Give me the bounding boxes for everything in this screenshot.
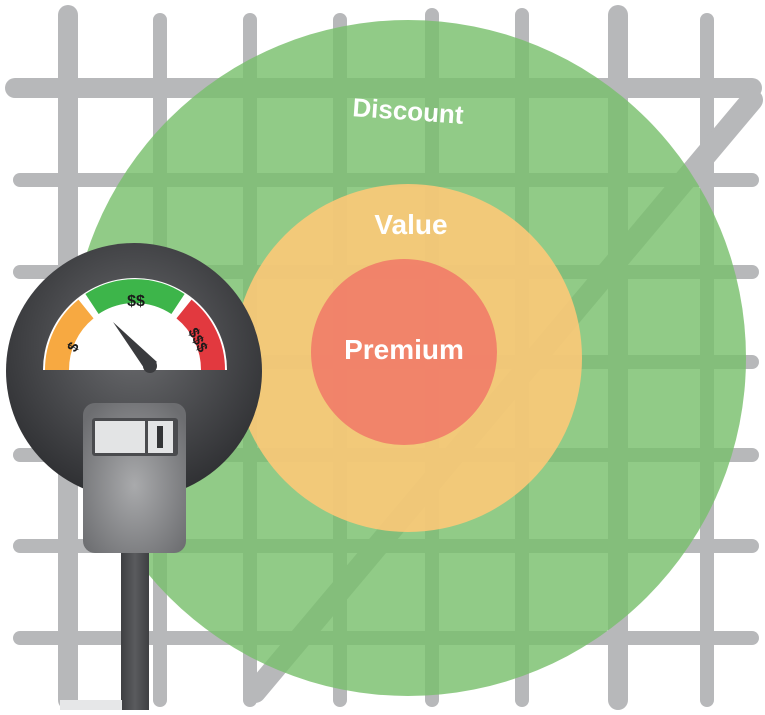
gauge-arc-mid <box>85 279 185 315</box>
meter-coin-slot-opening <box>157 426 163 448</box>
meter-base-highlight <box>60 700 122 710</box>
gauge-arc-high <box>176 299 226 371</box>
gauge-needle <box>113 322 157 371</box>
gauge-arc-low <box>44 299 94 371</box>
parking-meter: $ $$ $$$ <box>6 243 262 710</box>
gauge-needle-hub <box>143 359 157 373</box>
gauge-label-mid: $$ <box>127 293 145 310</box>
meter-display-panel <box>95 421 145 453</box>
ring-label-premium: Premium <box>344 334 464 365</box>
meter-post <box>121 540 149 710</box>
gauge-dial <box>43 278 227 370</box>
ring-label-value: Value <box>374 209 447 240</box>
ring-premium <box>311 259 497 445</box>
